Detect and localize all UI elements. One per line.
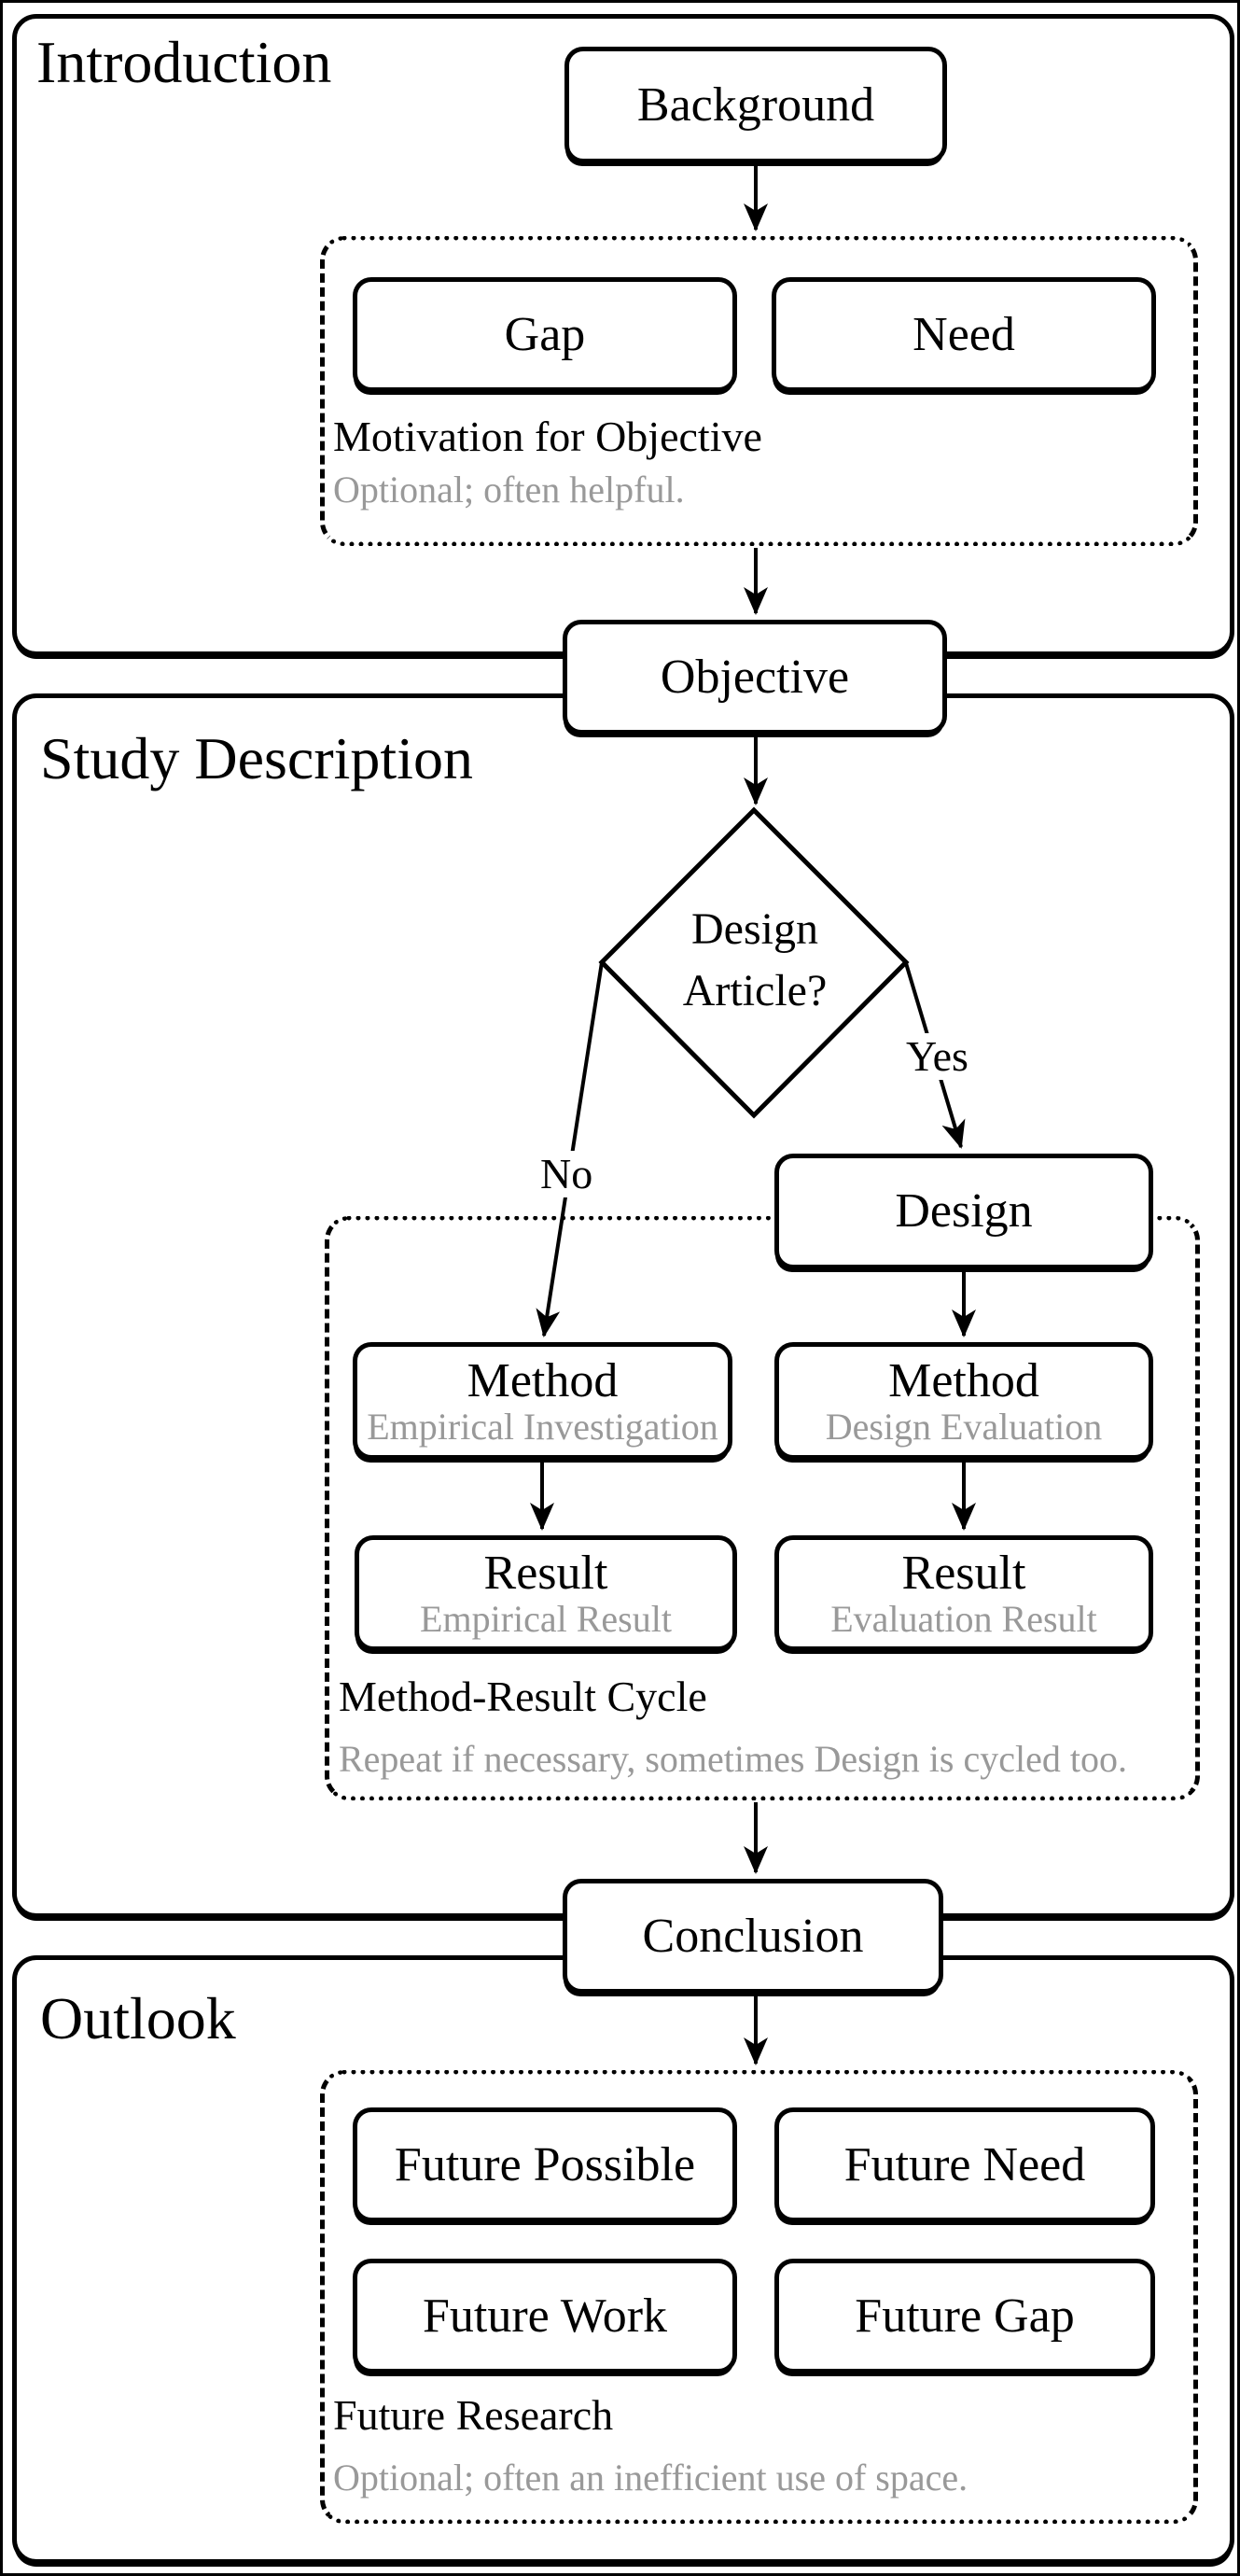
node-design: Design (774, 1154, 1153, 1269)
node-result-evaluation-subtitle: Evaluation Result (830, 1597, 1097, 1640)
node-future-gap: Future Gap (774, 2259, 1155, 2373)
node-method-design-title: Method (888, 1354, 1039, 1408)
section-label-introduction: Introduction (36, 29, 332, 95)
group-method-result-cycle (325, 1216, 1200, 1800)
node-gap-label: Gap (504, 307, 586, 361)
node-result-empirical-title: Result (483, 1547, 608, 1601)
node-method-empirical: Method Empirical Investigation (353, 1342, 732, 1460)
group-future-research (320, 2070, 1198, 2524)
group-motivation (320, 236, 1198, 546)
section-label-study-description: Study Description (40, 725, 473, 791)
section-label-outlook: Outlook (40, 1985, 236, 2051)
node-future-work: Future Work (353, 2259, 737, 2373)
caption-motivation-note: Optional; often helpful. (333, 469, 685, 511)
decision-label: Design Article? (568, 899, 941, 1022)
caption-method-result-cycle-title: Method-Result Cycle (339, 1673, 707, 1720)
node-future-possible: Future Possible (353, 2107, 737, 2222)
node-future-need: Future Need (774, 2107, 1155, 2222)
decision-label-line2: Article? (682, 966, 828, 1015)
node-background-label: Background (636, 77, 875, 132)
node-objective-label: Objective (660, 650, 850, 704)
node-future-work-label: Future Work (422, 2289, 668, 2343)
node-need: Need (772, 277, 1156, 392)
node-gap: Gap (353, 277, 737, 392)
node-method-design-evaluation: Method Design Evaluation (774, 1342, 1153, 1460)
node-conclusion: Conclusion (563, 1879, 943, 1994)
node-result-evaluation-title: Result (901, 1547, 1026, 1601)
node-future-possible-label: Future Possible (394, 2137, 696, 2191)
caption-future-research-note: Optional; often an inefficient use of sp… (333, 2457, 968, 2499)
node-method-empirical-title: Method (467, 1354, 619, 1408)
edge-label-no: No (535, 1151, 599, 1197)
node-method-empirical-subtitle: Empirical Investigation (367, 1405, 718, 1448)
node-design-label: Design (895, 1184, 1033, 1239)
node-future-need-label: Future Need (843, 2137, 1086, 2191)
caption-method-result-cycle-note: Repeat if necessary, sometimes Design is… (339, 1738, 1127, 1780)
node-need-label: Need (913, 307, 1015, 361)
caption-future-research-title: Future Research (333, 2391, 614, 2439)
caption-motivation-title: Motivation for Objective (333, 413, 762, 460)
node-future-gap-label: Future Gap (855, 2289, 1075, 2343)
node-method-design-subtitle: Design Evaluation (825, 1405, 1103, 1448)
node-result-evaluation: Result Evaluation Result (774, 1535, 1153, 1651)
node-result-empirical-subtitle: Empirical Result (420, 1597, 672, 1640)
node-background: Background (564, 47, 947, 163)
decision-label-line1: Design (691, 904, 818, 954)
node-objective: Objective (563, 620, 947, 735)
node-result-empirical: Result Empirical Result (355, 1535, 737, 1651)
node-conclusion-label: Conclusion (642, 1909, 864, 1963)
edge-label-yes: Yes (900, 1033, 974, 1080)
